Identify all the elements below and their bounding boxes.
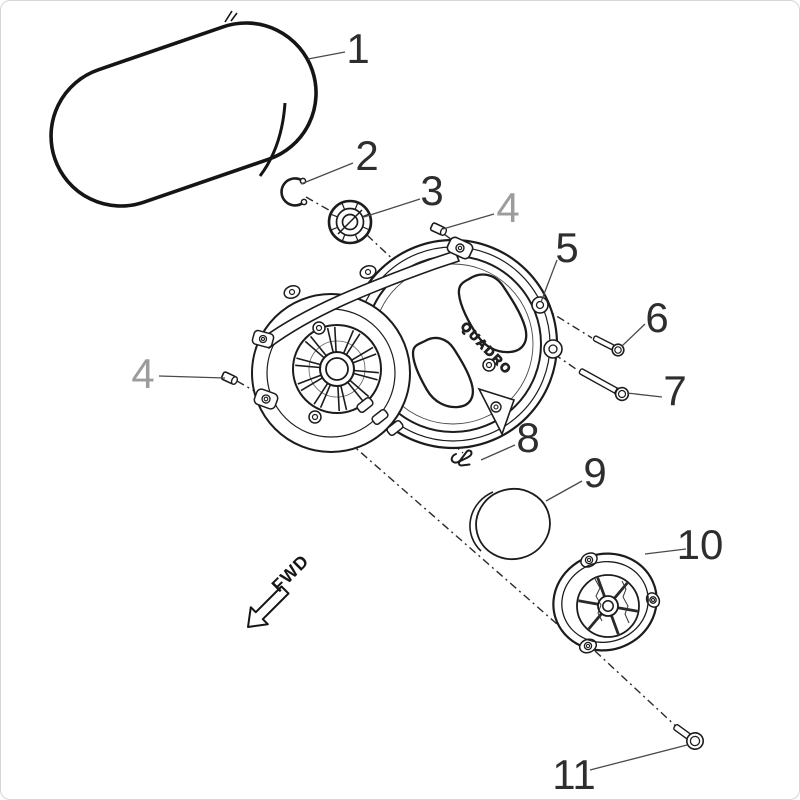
callout-1: 1	[346, 25, 370, 72]
callout-6: 6	[645, 294, 669, 341]
dowel-bracket-left	[253, 388, 279, 410]
callout-4-upper: 4	[496, 184, 520, 231]
retaining-clip	[450, 449, 473, 467]
bolt-boss-b	[543, 339, 563, 359]
vent-slots	[356, 396, 404, 437]
fwd-arrow: FWD	[247, 551, 313, 628]
fan-grille-spokes	[295, 326, 379, 412]
callout-10: 10	[676, 521, 724, 568]
lower-boss	[482, 358, 496, 372]
fwd-arrow-shape	[247, 585, 290, 628]
flange-bolt	[673, 723, 704, 750]
fan-screw-top	[312, 321, 326, 335]
fwd-label: FWD	[268, 551, 313, 596]
spine-boss-left	[283, 284, 301, 300]
callout-8: 8	[516, 414, 540, 461]
spine-boss-right	[359, 264, 377, 280]
callout-3: 3	[420, 167, 444, 214]
dome-window-upper	[457, 273, 528, 354]
dowel-pin-upper	[429, 222, 448, 237]
drive-belt	[49, 10, 318, 208]
bolt-long	[578, 368, 630, 402]
fan-screw-bottom	[308, 410, 322, 424]
bolt-boss-a	[531, 296, 549, 314]
callout-5: 5	[555, 224, 579, 271]
callout-9: 9	[583, 449, 607, 496]
left-bracket-upper	[251, 329, 275, 349]
fan-housing	[251, 293, 411, 453]
dome-window-lower	[411, 336, 474, 409]
bearing-ball-ticks	[331, 203, 369, 241]
bolt-short	[592, 335, 625, 357]
cover-plate-tab	[578, 638, 598, 654]
cover-cap	[469, 487, 551, 561]
callout-7: 7	[663, 367, 687, 414]
callout-2: 2	[355, 132, 379, 179]
dowel-pin-left	[220, 371, 239, 386]
bearing	[327, 199, 373, 245]
callout-4-left: 4	[131, 350, 155, 397]
callout-leader-lines	[158, 51, 688, 771]
inner-cover-plate	[552, 552, 661, 654]
snap-ring	[280, 177, 308, 207]
cvt-outer-cover: QUADRO	[251, 236, 563, 453]
dowel-bracket-upper	[446, 236, 474, 260]
callout-11: 11	[552, 751, 596, 798]
cover-spine	[259, 250, 461, 350]
